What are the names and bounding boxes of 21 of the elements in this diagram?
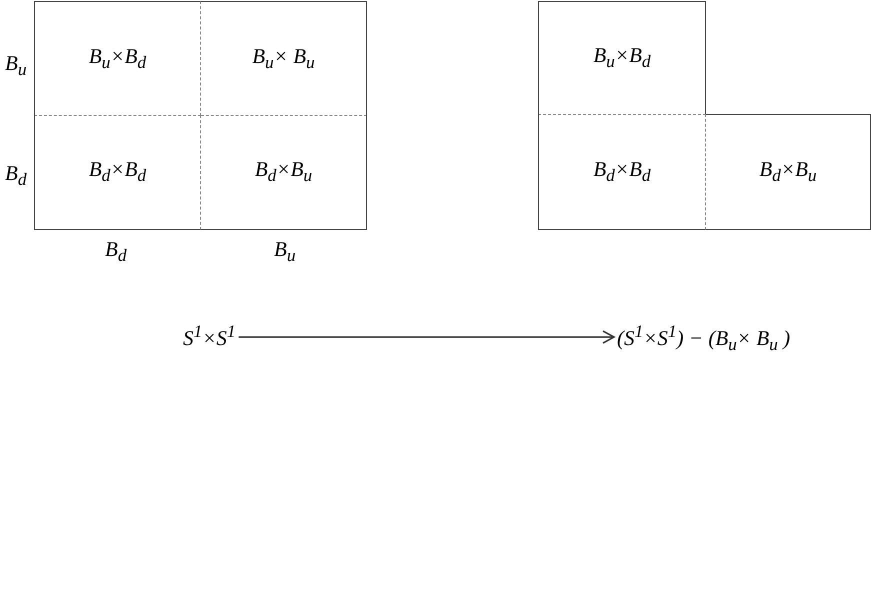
- grid-cell: [538, 114, 706, 230]
- math-expression: (S$^{1}$×S$^{1}$) − (B$_{u}$× B$_{u}$ ): [614, 322, 794, 354]
- product-expression: B$_{u}$× B$_{u}$: [252, 44, 315, 72]
- column-label: B$_{d}$: [104, 238, 128, 266]
- grid-cell: [201, 115, 367, 230]
- product-expression: B$_{d}$×B$_{d}$: [593, 158, 651, 186]
- product-expression: B$_{u}$×B$_{d}$: [593, 44, 651, 72]
- grid-cell: [34, 115, 201, 230]
- row-label: B$_{d}$: [4, 162, 28, 190]
- product-expression: B$_{d}$×B$_{u}$: [254, 158, 312, 186]
- product-expression: B$_{d}$×B$_{u}$: [759, 158, 817, 186]
- grid-cell: [706, 114, 871, 230]
- grid-cell: [201, 1, 367, 116]
- product-expression: B$_{u}$×B$_{d}$: [88, 44, 146, 72]
- arrow: [238, 330, 615, 344]
- product-expression: B$_{d}$×B$_{d}$: [88, 158, 146, 186]
- grid-cell: [34, 1, 201, 116]
- column-label: B$_{u}$: [273, 238, 297, 266]
- row-label: B$_{u}$: [4, 52, 28, 80]
- grid-cell: [538, 1, 706, 115]
- math-expression: S$^{1}$×S$^{1}$: [180, 322, 239, 350]
